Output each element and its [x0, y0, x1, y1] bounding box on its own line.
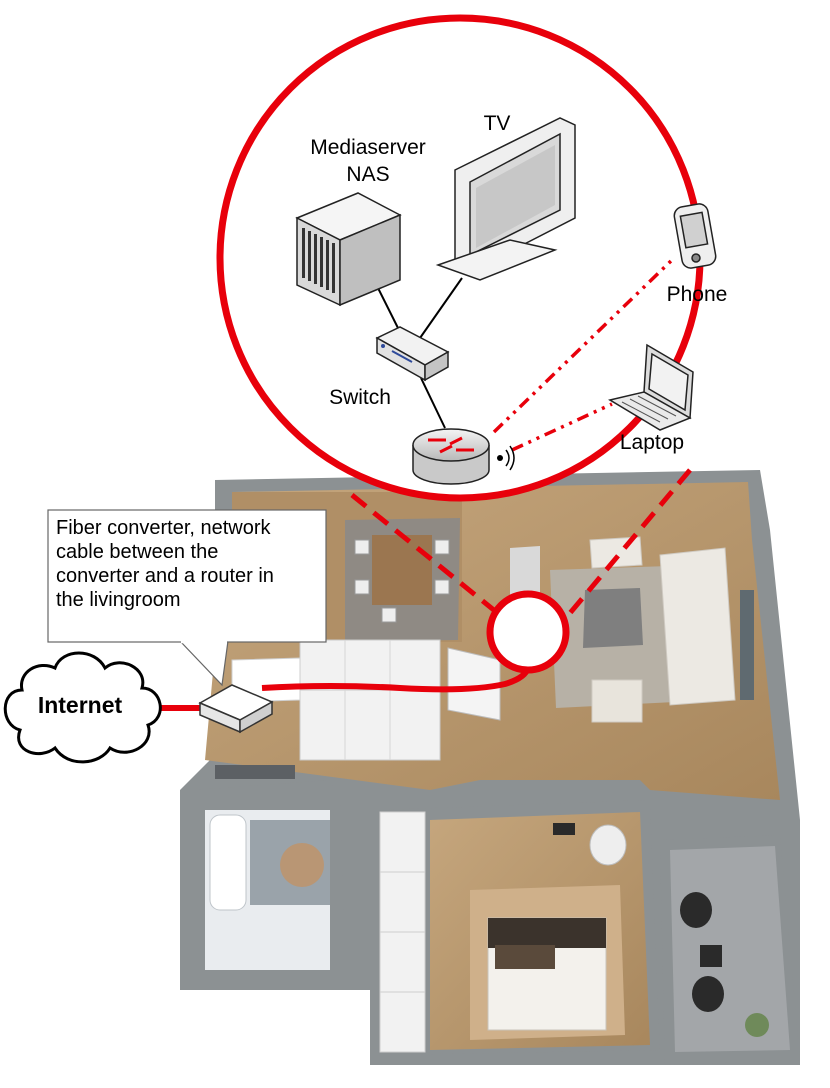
nas-label-line1: Mediaserver [310, 136, 426, 159]
callout-line-3: converter and a router in [56, 565, 274, 587]
bathroom [195, 765, 345, 975]
laptop-label: Laptop [620, 431, 684, 454]
nas-label-line2: NAS [346, 163, 389, 186]
internet-label: Internet [37, 692, 123, 718]
kitchen-counters [231, 639, 441, 761]
zoom-connector-lines [350, 468, 692, 627]
dining-chairs [354, 539, 450, 623]
router-icon [412, 428, 515, 485]
floor-plan [180, 470, 800, 1065]
tv-label: TV [484, 112, 511, 135]
wired-links [377, 277, 463, 429]
callout-line-2: cable between the [56, 541, 219, 563]
window-right [740, 590, 754, 700]
phone-icon [673, 203, 717, 269]
laptop-icon [608, 343, 694, 431]
network-cable [261, 666, 531, 693]
nas-server-icon [295, 192, 402, 307]
phone-label: Phone [667, 283, 728, 306]
callout-box [47, 509, 327, 643]
dining-table [372, 535, 432, 605]
switch-icon [375, 326, 450, 382]
tv-icon [435, 117, 576, 281]
router-location-circle [486, 590, 570, 674]
callout-pointer [178, 640, 229, 687]
bedroom [379, 800, 660, 1055]
callout-line-1: Fiber converter, network [56, 517, 271, 539]
callout-text: Fiber converter, network cable between t… [56, 516, 322, 612]
coffee-table [583, 588, 643, 648]
switch-label: Switch [329, 386, 391, 409]
balcony [660, 835, 800, 1065]
callout-line-4: the livingroom [56, 589, 181, 611]
internet-cloud-icon [3, 651, 162, 764]
fiber-converter [198, 684, 274, 734]
sofa [589, 536, 736, 723]
wireless-links [492, 258, 674, 452]
